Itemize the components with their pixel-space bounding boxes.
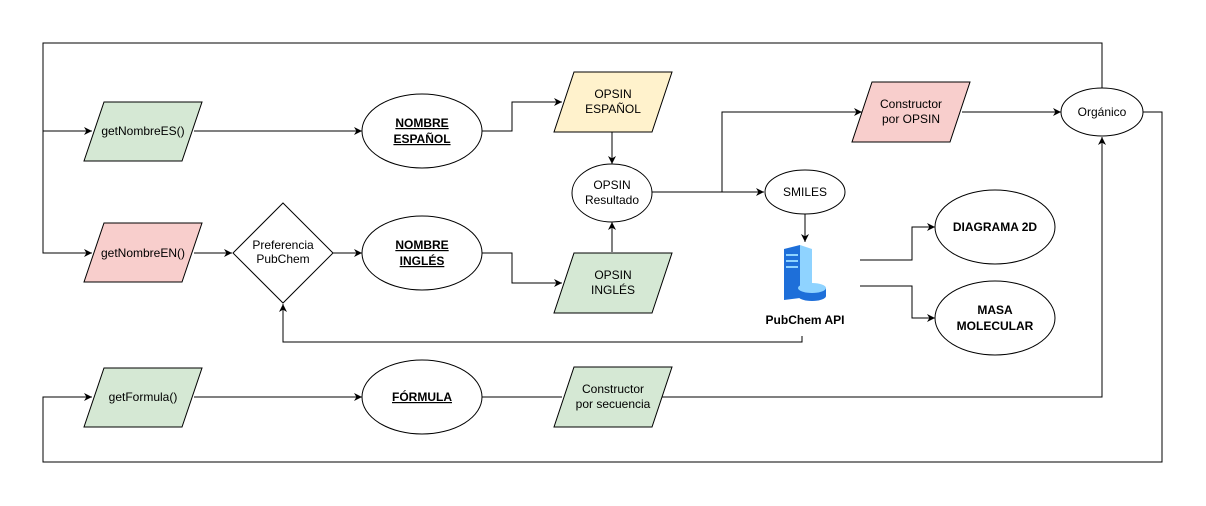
node-label: Orgánico [1078,105,1127,119]
ellipse-shape [934,280,1056,356]
parallelogram-shape [83,367,203,428]
node-label-line2: ESPAÑOL [585,102,641,116]
node-label-line2: por secuencia [576,397,651,411]
parallelogram-shape [83,222,203,283]
node-smiles: SMILES [764,169,846,215]
diamond-shape [232,202,334,304]
node-label: getFormula() [109,390,178,404]
node-label-line1: OPSIN [593,178,630,192]
ellipse-shape [361,359,483,435]
node-formula: FÓRMULA [361,359,483,435]
node-label-line2: INGLÉS [400,253,445,268]
node-label-line1: NOMBRE [395,238,448,252]
node-label: DIAGRAMA 2D [953,220,1038,234]
ellipse-shape [571,163,653,223]
parallelogram-shape [553,71,673,133]
ellipse-shape [934,189,1056,265]
edge-nombreespanol-to-opsinespanol [482,98,562,132]
node-organico: Orgánico [1060,87,1144,137]
node-opsin-ingles: OPSIN INGLÉS [553,252,673,314]
node-nombre-ingles: NOMBRE INGLÉS [361,215,483,291]
node-label: PubChem API [766,313,845,327]
node-preferencia-pubchem: Preferencia PubChem [232,202,334,304]
node-label: SMILES [783,185,827,199]
server-database-icon [784,245,826,301]
node-diagrama-2d: DIAGRAMA 2D [934,189,1056,265]
node-getnombreen: getNombreEN() [83,222,203,283]
node-label: FÓRMULA [392,389,452,404]
parallelogram-shape [851,81,971,143]
node-label-line1: Constructor [582,382,644,396]
ellipse-shape [1060,87,1144,137]
node-getformula: getFormula() [83,367,203,428]
node-label-line2: PubChem [256,252,309,266]
node-nombre-espanol: NOMBRE ESPAÑOL [361,93,483,169]
edge-pubchem-to-preferencia [279,304,803,343]
node-constructor-opsin: Constructor por OPSIN [851,81,971,143]
edges [42,42,1163,463]
node-pubchem-api: PubChem API [766,245,845,327]
node-label-line1: Preferencia [252,238,314,252]
node-masa-molecular: MASA MOLECULAR [934,280,1056,356]
node-label: getNombreEN() [101,246,185,260]
node-label-line1: MASA [977,303,1013,317]
edge-resultado-to-constructoropsin [721,108,862,192]
node-label-line1: OPSIN [594,268,631,282]
parallelogram-shape [83,101,203,162]
ellipse-shape [764,169,846,215]
ellipse-shape [361,215,483,291]
edge-pubchem-to-masamolecular [860,285,935,322]
parallelogram-shape [553,366,673,428]
node-constructor-secuencia: Constructor por secuencia [553,366,673,428]
edge-nombreingles-to-opsiningles [482,252,562,287]
ellipse-shape [361,93,483,169]
node-label-line2: por OPSIN [882,112,940,126]
node-label-line1: OPSIN [594,87,631,101]
edge-constructorsecuencia-to-organico [662,137,1106,398]
node-label-line2: INGLÉS [591,282,635,297]
node-opsin-resultado: OPSIN Resultado [571,163,653,223]
edge-organico-to-getformula [42,111,1163,463]
node-getnombrees: getNombreES() [83,101,203,162]
node-label-line2: Resultado [585,193,639,207]
node-opsin-espanol: OPSIN ESPAÑOL [553,71,673,133]
node-label: getNombreES() [101,124,184,138]
edge-loop-to-getnombreen [42,131,92,257]
edge-pubchem-to-diagrama2d [860,223,935,261]
node-label-line1: NOMBRE [395,116,448,130]
node-label-line2: MOLECULAR [957,319,1034,333]
parallelogram-shape [553,252,673,314]
node-label-line1: Constructor [880,97,942,111]
edge-organico-to-getnombrees [42,42,1103,135]
node-label-line2: ESPAÑOL [393,131,450,146]
